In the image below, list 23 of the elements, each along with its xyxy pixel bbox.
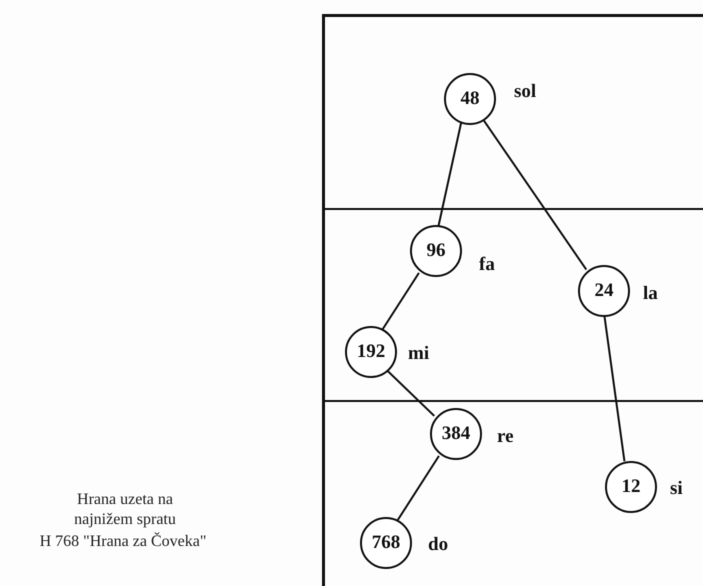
floor-band <box>322 210 703 402</box>
connector-line <box>386 369 435 417</box>
caption-text: H 768 "Hrana za Čoveka" <box>38 532 208 552</box>
note-name: re <box>497 426 514 448</box>
connector-line <box>438 121 462 226</box>
number-circle: 192 <box>345 326 397 378</box>
note-name: mi <box>408 343 430 365</box>
note-name: la <box>643 283 658 305</box>
number-circle: 384 <box>430 408 482 460</box>
note-name: fa <box>479 254 495 276</box>
number-circle: 96 <box>410 225 462 277</box>
connector-line <box>604 316 626 462</box>
note-name: sol <box>514 81 536 103</box>
number-circle: 48 <box>444 73 496 125</box>
note-name: si <box>670 478 683 500</box>
connector-line <box>381 272 420 331</box>
floor-band <box>322 14 703 210</box>
number-circle: 768 <box>360 517 412 569</box>
number-circle: 24 <box>578 265 630 317</box>
caption-text: Hrana uzeta na najnižem spratu <box>73 490 177 530</box>
connector-line <box>396 455 440 522</box>
note-name: do <box>428 534 448 556</box>
number-circle: 12 <box>605 461 657 513</box>
